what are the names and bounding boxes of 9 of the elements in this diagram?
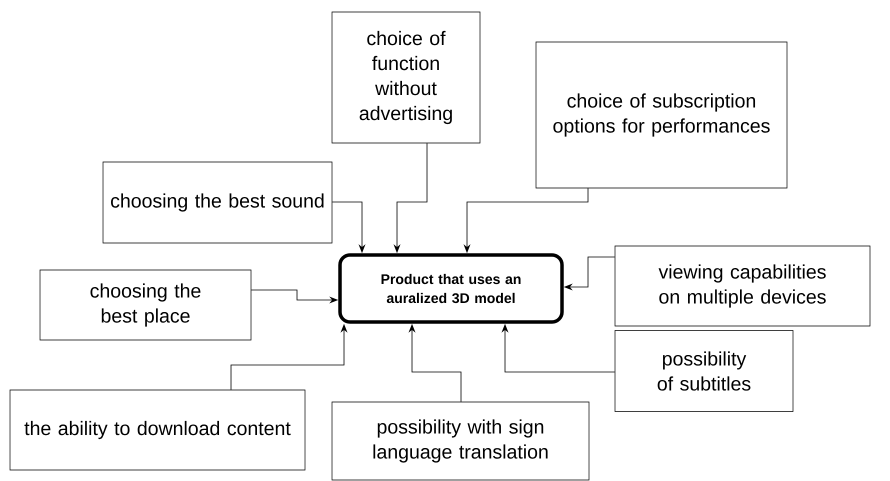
text-box: choice of subscription options for performances [536,42,788,188]
text-box: choice of function without advertising [332,12,480,144]
text-box: choosing the best sound [102,162,332,244]
text-box: the ability to download content [10,390,306,470]
text-box: choosing the best place [40,270,252,340]
text-box: possibility of subtitles [614,330,794,412]
main-box: Product that uses an auralized 3D model [338,253,564,324]
text-box: possibility with sign language translation [332,402,590,480]
text-box: viewing capabilities on multiple devices [614,246,870,326]
